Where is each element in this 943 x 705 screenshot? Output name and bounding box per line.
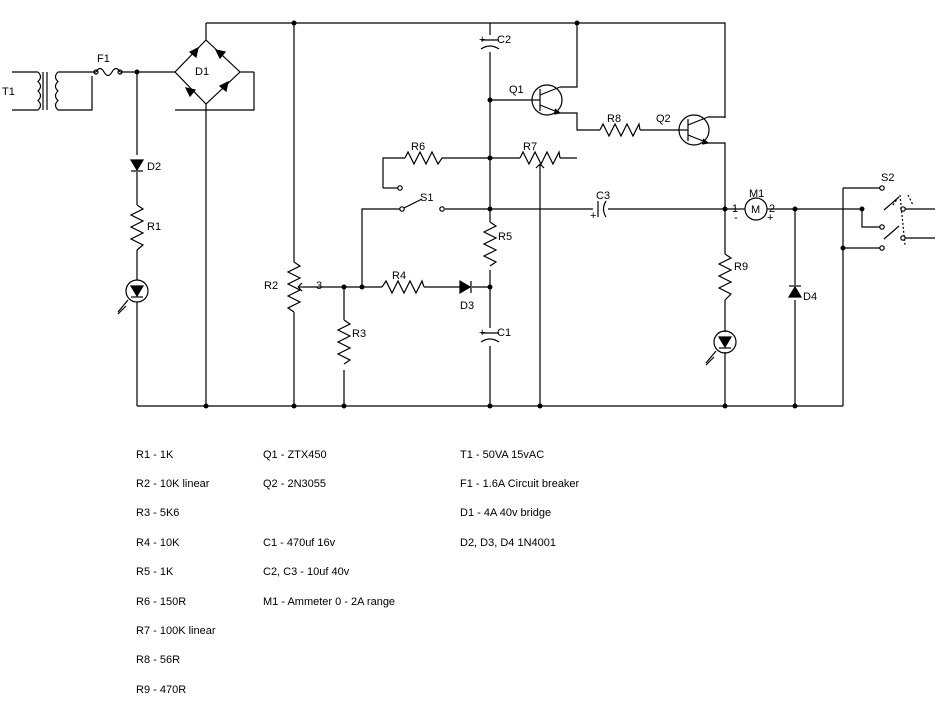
label-r2: R2 <box>264 280 278 292</box>
label-r7: R7 <box>523 141 537 153</box>
resistor-r4 <box>381 279 425 295</box>
part-diodes: D2, D3, D4 1N4001 <box>460 536 556 549</box>
label-d3: D3 <box>460 300 474 312</box>
wires <box>58 22 935 407</box>
part-q1: Q1 - ZTX450 <box>263 448 327 461</box>
parts-list-semis-caps: Q1 - ZTX450 Q2 - 2N3055 C1 - 470uf 16v C… <box>263 431 395 617</box>
label-r6: R6 <box>411 141 425 153</box>
label-d2: D2 <box>147 161 161 173</box>
label-q2: Q2 <box>656 113 671 125</box>
part-r4: R4 - 10K <box>136 536 180 549</box>
diode-d3 <box>459 279 472 295</box>
potentiometer-r2 <box>286 261 306 313</box>
resistor-r3 <box>336 319 352 365</box>
label-m1-plus: + <box>767 212 773 224</box>
label-r8: R8 <box>607 113 621 125</box>
part-r9: R9 - 470R <box>136 683 187 696</box>
part-r8: R8 - 56R <box>136 654 181 667</box>
part-r7: R7 - 100K linear <box>136 624 216 637</box>
label-r4: R4 <box>392 270 406 282</box>
bridge-rectifier-d1 <box>174 39 254 105</box>
label-d4: D4 <box>803 291 817 303</box>
label-s1: S1 <box>420 192 433 204</box>
resistor-r9 <box>717 253 733 301</box>
label-s2: S2 <box>881 172 894 184</box>
part-c1: C1 - 470uf 16v <box>263 536 336 549</box>
label-r2-pin: 3 <box>316 280 322 292</box>
capacitor-c1 <box>480 332 500 343</box>
label-r3: R3 <box>352 328 366 340</box>
label-r9: R9 <box>734 261 748 273</box>
resistor-r8 <box>599 122 641 138</box>
label-t1: T1 <box>2 86 15 98</box>
label-c3-plus: + <box>590 210 596 222</box>
part-c2-c3: C2, C3 - 10uf 40v <box>263 566 350 579</box>
led-1 <box>117 279 149 315</box>
label-m1: M1 <box>749 188 764 200</box>
resistor-r5 <box>482 221 498 267</box>
parts-list-resistors: R1 - 1K R2 - 10K linear R3 - 5K6 R4 - 10… <box>136 431 216 705</box>
label-f1: F1 <box>97 53 110 65</box>
label-m1-minus: - <box>734 212 738 224</box>
part-t1: T1 - 50VA 15vAC <box>460 448 545 461</box>
label-c2-plus: + <box>479 34 485 46</box>
transformer-t1 <box>12 71 59 111</box>
part-r6: R6 - 150R <box>136 595 187 608</box>
ammeter-m1 <box>738 197 773 221</box>
label-m1-pin2: 2 <box>769 203 775 215</box>
part-r2: R2 - 10K linear <box>136 477 210 490</box>
label-r5: R5 <box>498 231 512 243</box>
meter-symbol: M <box>751 204 760 216</box>
label-c3: C3 <box>596 190 610 202</box>
potentiometer-r7 <box>519 150 561 172</box>
label-m1-pin1: 1 <box>732 203 738 215</box>
resistor-r6 <box>404 150 443 166</box>
switch-s1 <box>397 185 445 212</box>
label-r1: R1 <box>147 221 161 233</box>
part-r5: R5 - 1K <box>136 566 174 579</box>
part-spacer <box>263 509 395 519</box>
junction-dots <box>134 20 865 409</box>
fuse-f1 <box>93 67 123 77</box>
parts-list-power: T1 - 50VA 15vAC F1 - 1.6A Circuit breake… <box>460 431 579 558</box>
capacitor-c2 <box>480 39 500 50</box>
part-m1: M1 - Ammeter 0 - 2A range <box>263 595 396 608</box>
capacitor-c3 <box>597 200 607 218</box>
label-c1-plus: + <box>479 327 485 339</box>
label-d1: D1 <box>195 66 209 78</box>
label-c2: C2 <box>497 34 511 46</box>
resistor-r1 <box>129 204 145 251</box>
part-q2: Q2 - 2N3055 <box>263 477 326 490</box>
part-r3: R3 - 5K6 <box>136 507 180 520</box>
diode-d2 <box>129 159 145 172</box>
transistor-q1 <box>531 84 563 116</box>
led-2 <box>705 330 737 366</box>
circuit-schematic: T1 F1 D1 D2 R1 R2 3 R3 R4 R5 R6 R7 R8 R9… <box>2 20 935 409</box>
label-q1: Q1 <box>509 84 524 96</box>
diode-d4 <box>787 285 803 298</box>
part-r1: R1 - 1K <box>136 448 174 461</box>
part-f1: F1 - 1.6A Circuit breaker <box>460 477 580 490</box>
part-d1: D1 - 4A 40v bridge <box>460 507 552 520</box>
switch-s2 <box>879 185 914 251</box>
transistor-q2 <box>678 114 725 146</box>
label-c1: C1 <box>497 327 511 339</box>
